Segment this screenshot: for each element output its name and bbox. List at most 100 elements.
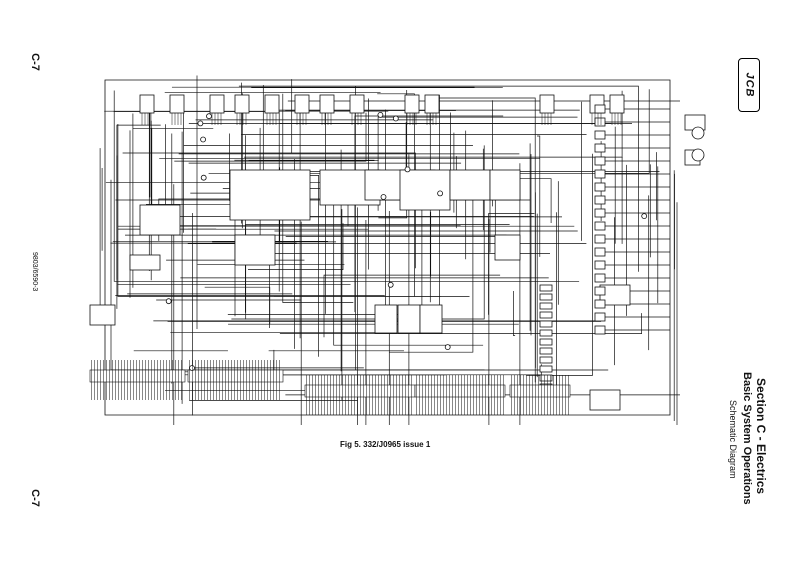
routed-wire bbox=[122, 152, 416, 269]
schematic-terminal-strips bbox=[91, 113, 622, 415]
routed-wire bbox=[113, 90, 580, 282]
routed-wire bbox=[245, 224, 510, 320]
junction-node bbox=[200, 174, 207, 181]
routed-wire bbox=[389, 192, 474, 353]
junction-node bbox=[380, 194, 387, 200]
connector-block bbox=[264, 94, 280, 114]
junction-node bbox=[206, 113, 212, 120]
relay bbox=[539, 284, 553, 292]
relay bbox=[539, 302, 553, 310]
junction-node bbox=[444, 344, 451, 351]
fuse bbox=[594, 260, 606, 270]
junction-node bbox=[404, 166, 411, 173]
fuse bbox=[594, 208, 606, 218]
harness-outline bbox=[104, 79, 671, 416]
relay bbox=[539, 338, 553, 346]
routed-wire bbox=[273, 349, 485, 371]
fuse bbox=[594, 156, 606, 166]
connector-block bbox=[404, 94, 420, 114]
component-box bbox=[399, 169, 451, 211]
relay bbox=[539, 311, 553, 319]
document-code: 9803/6590-3 bbox=[31, 252, 38, 292]
junction-node bbox=[165, 298, 172, 305]
routed-wire bbox=[513, 291, 516, 336]
routed-wire bbox=[282, 93, 354, 303]
fuse bbox=[594, 273, 606, 283]
routed-wire bbox=[248, 223, 344, 270]
terminal-strip bbox=[187, 369, 284, 383]
fuse bbox=[594, 104, 606, 114]
component-box bbox=[397, 304, 421, 334]
fuse bbox=[594, 312, 606, 322]
section-title: Section C - Electrics bbox=[754, 378, 768, 495]
routed-wire bbox=[431, 97, 536, 383]
routed-wire bbox=[377, 93, 415, 297]
component-box bbox=[419, 304, 443, 334]
routed-wire bbox=[231, 145, 485, 320]
junction-node bbox=[189, 365, 195, 371]
page-number-top: C-7 bbox=[28, 53, 41, 71]
connector-block bbox=[234, 94, 250, 114]
fuse bbox=[594, 299, 606, 309]
routed-wire bbox=[171, 198, 349, 227]
fuse bbox=[594, 286, 606, 296]
logo-text: JCB bbox=[743, 72, 756, 98]
junction-node bbox=[641, 213, 648, 220]
motor-symbol bbox=[691, 148, 705, 162]
connector-block bbox=[319, 94, 335, 114]
component-box bbox=[374, 304, 398, 334]
connector-block bbox=[169, 94, 185, 114]
relay bbox=[539, 374, 553, 382]
connector-block bbox=[139, 94, 155, 114]
routed-wire bbox=[526, 153, 593, 376]
connector-block bbox=[294, 94, 310, 114]
component-box bbox=[229, 169, 311, 221]
junction-node bbox=[437, 190, 444, 197]
fuse bbox=[594, 221, 606, 231]
fuse bbox=[594, 143, 606, 153]
fuse bbox=[594, 130, 606, 140]
component-box bbox=[589, 389, 621, 411]
routed-wire bbox=[116, 124, 161, 309]
component-box bbox=[139, 204, 181, 236]
routed-wire bbox=[204, 286, 271, 325]
fuse bbox=[594, 247, 606, 257]
routed-wire bbox=[279, 313, 642, 334]
topic-title: Schematic Diagram bbox=[728, 400, 738, 479]
junction-node bbox=[200, 136, 207, 143]
relay bbox=[539, 356, 553, 364]
junction-node bbox=[197, 120, 204, 127]
figure-caption: Fig 5. 332/J0965 issue 1 bbox=[340, 440, 431, 449]
connector-block bbox=[424, 94, 440, 114]
connector-block bbox=[349, 94, 365, 114]
routed-wire bbox=[174, 112, 367, 162]
page-number-bottom: C-7 bbox=[28, 489, 41, 507]
terminal-strip bbox=[509, 384, 571, 398]
jcb-logo: JCB bbox=[738, 58, 760, 112]
component-box bbox=[129, 254, 161, 271]
component-box bbox=[494, 234, 521, 261]
relay bbox=[539, 293, 553, 301]
junction-node bbox=[392, 115, 399, 122]
component-box bbox=[89, 304, 116, 326]
routed-wire bbox=[537, 135, 541, 257]
relay bbox=[539, 347, 553, 355]
routed-wire bbox=[238, 85, 639, 272]
relay bbox=[539, 320, 553, 328]
junction-node bbox=[387, 281, 394, 288]
fuse bbox=[594, 117, 606, 127]
relay bbox=[539, 365, 553, 373]
connector-block bbox=[209, 94, 225, 114]
component-box bbox=[449, 169, 491, 201]
terminal-strip bbox=[89, 369, 186, 383]
fuse bbox=[594, 234, 606, 244]
wiring-schematic-diagram bbox=[89, 75, 706, 425]
chapter-title: Basic System Operations bbox=[741, 372, 753, 505]
schematic-wires bbox=[99, 75, 680, 425]
fuse bbox=[594, 182, 606, 192]
fuse bbox=[594, 325, 606, 335]
junction-node bbox=[377, 112, 384, 118]
motor-symbol bbox=[691, 126, 705, 140]
routed-wire bbox=[378, 90, 408, 219]
routed-wire bbox=[117, 124, 470, 297]
